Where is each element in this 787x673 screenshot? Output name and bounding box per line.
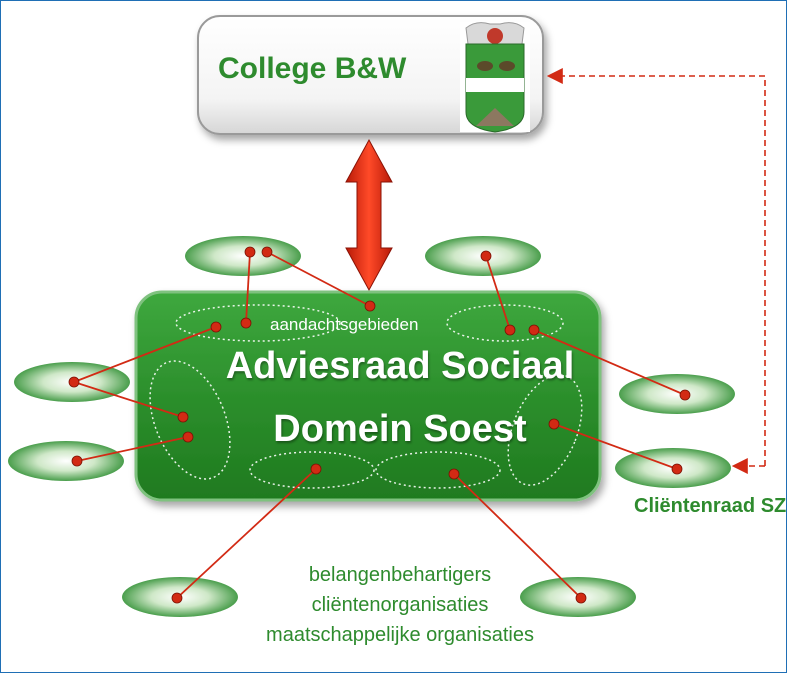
client-council-connector bbox=[546, 68, 766, 474]
client-council-label: Cliëntenraad SZ bbox=[634, 495, 787, 517]
stakeholder-item: belangenbehartigers bbox=[308, 564, 492, 586]
focus-oval-right bbox=[507, 374, 583, 486]
stakeholder-oval-left-lower bbox=[8, 441, 124, 481]
stakeholder-list: belangenbehartigers cliëntenorganisaties… bbox=[240, 560, 560, 650]
stakeholder-item: cliëntenorganisaties bbox=[311, 594, 489, 616]
focus-oval-bottom-right bbox=[375, 451, 501, 489]
focus-oval-left bbox=[149, 360, 231, 480]
focus-oval-bottom-left bbox=[249, 451, 375, 489]
focus-area-ovals bbox=[149, 304, 583, 489]
focus-oval-top-right bbox=[446, 304, 564, 342]
advisory-board-box bbox=[134, 290, 602, 502]
college-box bbox=[197, 15, 544, 135]
coat-of-arms-icon bbox=[460, 22, 530, 133]
double-arrow-icon bbox=[345, 138, 393, 292]
college-title: College B&W bbox=[218, 52, 407, 85]
connector-dots bbox=[68, 246, 691, 604]
stakeholder-oval-top-left bbox=[185, 236, 301, 276]
connector-lines bbox=[73, 251, 686, 599]
focus-oval-top-left bbox=[175, 304, 341, 342]
stakeholder-item: maatschappelijke organisaties bbox=[266, 624, 534, 646]
advisory-board-title-line2: Domein Soest bbox=[273, 408, 527, 450]
stakeholder-oval-right-upper bbox=[619, 374, 735, 414]
focus-areas-label: aandachtsgebieden bbox=[270, 315, 419, 334]
advisory-board-title-line1: Adviesraad Sociaal bbox=[225, 345, 575, 387]
